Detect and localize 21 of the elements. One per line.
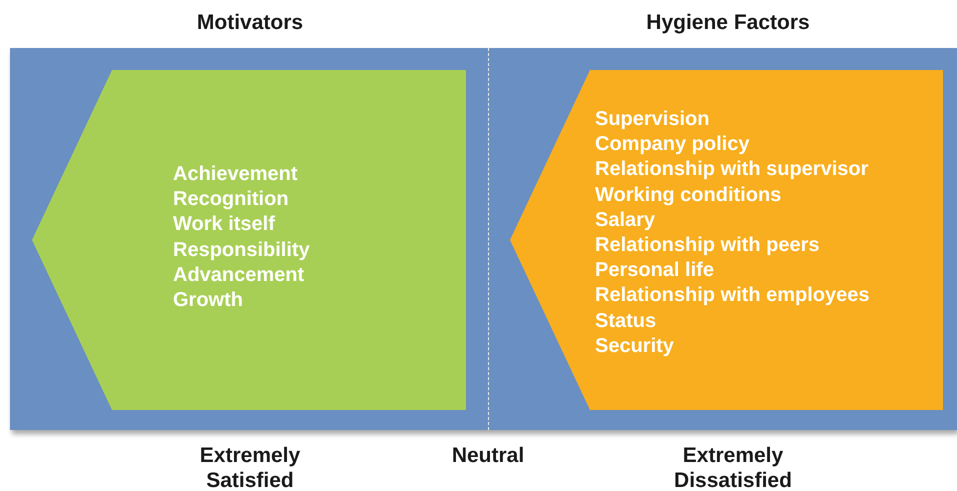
list-item: Status xyxy=(595,308,658,334)
scale-label: Neutral xyxy=(450,443,526,468)
list-item: Advancement xyxy=(173,262,306,288)
list-item: Growth xyxy=(173,288,244,314)
list-item: Relationship with peers xyxy=(595,233,820,258)
list-item: Responsibility xyxy=(173,238,310,263)
list-item: Working conditions xyxy=(595,182,782,208)
list-item: Security xyxy=(595,334,675,359)
scale-label: Extremely Satisfied xyxy=(198,443,302,491)
list-item: Supervision xyxy=(595,107,710,132)
list-item: Personal life xyxy=(595,258,715,284)
list-item: Work itself xyxy=(173,212,276,238)
list-item: Recognition xyxy=(173,187,290,212)
list-item: Achievement xyxy=(173,162,298,187)
column-heading: Hygiene Factors xyxy=(645,10,811,35)
scale-label: Extremely Dissatisfied xyxy=(673,443,793,491)
list-item: Relationship with supervisor xyxy=(595,157,870,182)
column-heading: Motivators xyxy=(196,10,304,35)
list-item: Relationship with employees xyxy=(595,283,870,308)
list-item: Company policy xyxy=(595,132,750,158)
list-item: Salary xyxy=(595,208,656,233)
